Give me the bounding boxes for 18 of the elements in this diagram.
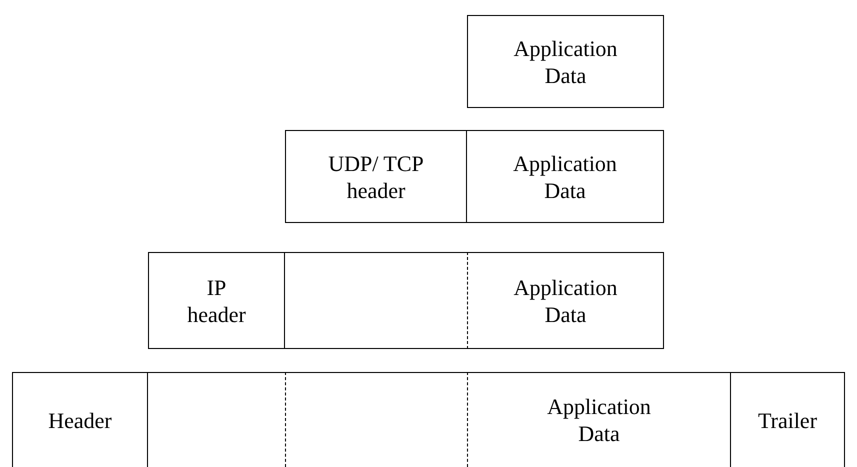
packet-field xyxy=(12,372,148,467)
packet-field xyxy=(285,252,467,349)
packet-field xyxy=(285,130,467,223)
packet-field xyxy=(467,372,731,467)
field-label: IP header xyxy=(186,274,247,328)
field-label: Application Data xyxy=(512,34,618,88)
packet-field xyxy=(731,372,845,467)
packet-field xyxy=(467,252,664,349)
packet-field xyxy=(467,15,664,108)
packet-field xyxy=(285,372,467,467)
field-label: Header xyxy=(48,406,112,434)
field-label: Application Data xyxy=(512,150,618,204)
packet-field xyxy=(467,130,664,223)
field-label: Application Data xyxy=(546,393,652,447)
field-label: Trailer xyxy=(758,406,818,434)
field-label: UDP/ TCP header xyxy=(327,150,425,204)
field-label: Application Data xyxy=(512,274,618,328)
packet-field xyxy=(148,252,285,349)
